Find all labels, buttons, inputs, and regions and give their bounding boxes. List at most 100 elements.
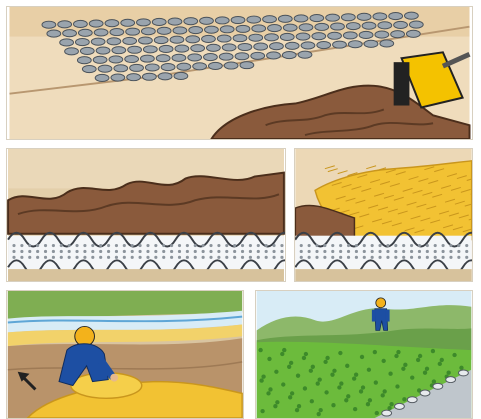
geocell-cell (269, 42, 284, 51)
geocell-cell (266, 51, 281, 60)
geocell-cell (153, 36, 169, 45)
geocell-cell (59, 38, 75, 47)
geocell-cell (332, 40, 347, 49)
panel-geocell-backfill (6, 6, 473, 140)
geocell-cell (76, 56, 92, 65)
geocell-cell (187, 53, 203, 62)
geocell-cell (106, 37, 122, 46)
geocell-cell (142, 45, 158, 54)
geocell-cell (311, 32, 327, 41)
geocell-cell (325, 13, 340, 22)
panel-worker-rolling-mat (6, 290, 244, 419)
geocell-cell (172, 26, 188, 35)
geocell-cell (201, 34, 216, 43)
straw-fibers (324, 165, 472, 234)
geocell-cell (356, 12, 372, 21)
geocell-cell (232, 34, 248, 43)
geocell-cell (185, 35, 201, 44)
geocell-cell (300, 41, 316, 50)
geocell-cell (97, 64, 113, 73)
geocell-cell (41, 20, 57, 29)
geocell-cell (64, 47, 79, 56)
geocell-cell (309, 13, 325, 23)
geocell-cell (239, 61, 255, 70)
geocell-cell (298, 23, 314, 32)
panel-geocell-soil (6, 148, 286, 282)
geocell-cell (113, 64, 129, 73)
geocell-cell (358, 30, 374, 40)
geocell-cell (388, 12, 404, 21)
geocell-walls (7, 231, 285, 276)
geocell-cell (408, 20, 424, 29)
geocell-cell (74, 38, 90, 47)
geocell-cell (140, 27, 156, 36)
geocell-cell (140, 54, 155, 63)
geocell-cell (377, 21, 393, 30)
geocell-soil-section-illustration (7, 149, 285, 281)
geocell-cell (81, 65, 97, 74)
geocell-cell (253, 42, 269, 51)
geocell-cell (94, 73, 110, 82)
geocell-cell (282, 23, 298, 32)
geocell-cell (284, 41, 300, 50)
geocell-cell (214, 16, 230, 25)
geocell-cell (327, 31, 342, 40)
geocell-cell (138, 36, 153, 45)
geocell-cell (120, 18, 136, 27)
geocell-cell (267, 24, 282, 33)
geocell-cell (169, 35, 185, 44)
exposed-geocell-edge (381, 369, 469, 417)
geocell-cell (237, 42, 253, 52)
geocell-cell (136, 18, 151, 27)
geocell-cell (104, 19, 120, 28)
geocell-cell (192, 62, 207, 71)
geocell-cell (92, 55, 108, 64)
geocell-cell (246, 15, 262, 24)
geocell-cell (372, 12, 388, 21)
geocell-cell (405, 29, 421, 38)
geocell-cell (379, 39, 395, 48)
geocell-cell (361, 21, 377, 30)
panel-geocell-straw (294, 148, 473, 282)
geocell-cell (155, 54, 171, 63)
geocell-cell (264, 33, 279, 42)
geocell-cell (95, 46, 111, 55)
geocell-cell (77, 28, 93, 37)
geocell-cell (188, 26, 204, 35)
geocell-cell (90, 37, 106, 46)
geocell-cell (57, 20, 73, 29)
geocell-cell (248, 33, 264, 42)
geocell-cell (221, 43, 237, 52)
geocell-cell (125, 27, 141, 36)
geocell-cell (173, 71, 189, 80)
geocell-cell (174, 44, 190, 53)
geocell-cell (347, 40, 363, 49)
geocell-cell (124, 54, 140, 64)
geocell-straw-section-illustration (295, 149, 472, 281)
geocell-cell (171, 53, 187, 62)
geocell-cell (46, 29, 62, 38)
geocell-grid (41, 11, 424, 82)
geocell-cell (295, 32, 311, 41)
geocell-cell (109, 27, 125, 37)
geocell-cell (314, 22, 330, 31)
geocell-cell (223, 61, 239, 70)
geocell-cell (126, 73, 141, 82)
geocell-cell (110, 73, 126, 82)
geocell-cell (183, 17, 199, 26)
geocell-cell (340, 13, 356, 22)
geocell-cell (262, 15, 277, 24)
geocell-cell (206, 43, 221, 52)
geocell-cell (342, 31, 358, 40)
worker-rolling-mat-illustration (7, 291, 243, 418)
geocell-cell (108, 55, 124, 64)
geocell-cell (345, 22, 361, 31)
geocell-cell (235, 24, 251, 33)
geocell-cell (141, 72, 157, 81)
green-slope-illustration (256, 291, 472, 418)
geocell-cell (88, 19, 104, 28)
geocell-cell (127, 45, 142, 54)
geocell-walls (295, 231, 472, 276)
geocell-cell (129, 63, 144, 72)
geocell-cell (218, 52, 234, 61)
